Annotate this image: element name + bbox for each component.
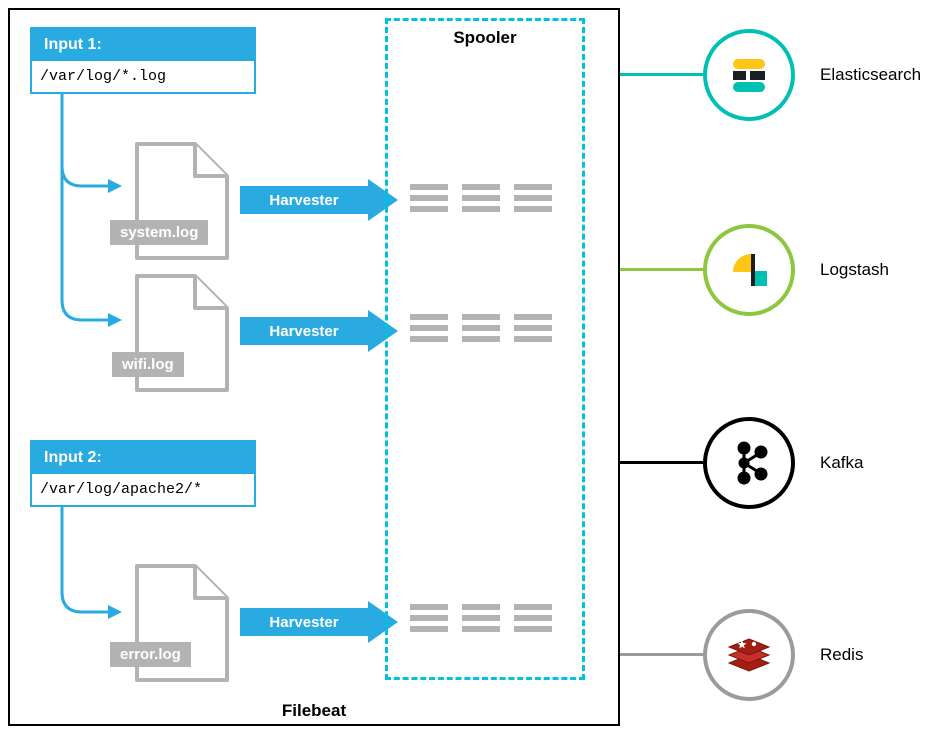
event-bar (410, 195, 448, 201)
harvester-arrow-1: Harvester (240, 186, 368, 214)
input-2-title: Input 2: (32, 442, 254, 474)
event-column (462, 314, 500, 342)
event-column (514, 314, 552, 342)
event-column (410, 184, 448, 212)
input-2-path: /var/log/apache2/* (40, 481, 203, 498)
event-bar (462, 626, 500, 632)
harvester-arrow-2: Harvester (240, 317, 368, 345)
event-bar (462, 615, 500, 621)
input-1-title: Input 1: (32, 29, 254, 61)
event-bar (410, 314, 448, 320)
output-label-redis: Redis (820, 645, 864, 664)
file-label-wifi-log: wifi.log (112, 352, 184, 377)
event-bar (462, 604, 500, 610)
event-bar (514, 206, 552, 212)
event-column (410, 314, 448, 342)
harvester-arrow-1-label: Harvester (269, 191, 339, 209)
filebeat-label: Filebeat (281, 701, 347, 720)
event-column (462, 604, 500, 632)
connector-kafka (620, 461, 704, 464)
spooler-event-group-2 (410, 314, 552, 342)
file-label-error-log: error.log (110, 642, 191, 667)
spooler-box (385, 18, 585, 680)
spooler-event-group-1 (410, 184, 552, 212)
spooler-title: Spooler (453, 28, 517, 47)
output-label-elasticsearch: Elasticsearch (820, 65, 922, 84)
event-bar (462, 195, 500, 201)
elasticsearch-logo-circle (703, 29, 795, 121)
event-bar (462, 336, 500, 342)
event-bar (514, 626, 552, 632)
input-1-box: Input 1: /var/log/*.log (30, 27, 256, 94)
event-bar (410, 184, 448, 190)
redis-logo-circle (703, 609, 795, 701)
redis-icon (727, 638, 771, 672)
event-bar (410, 626, 448, 632)
kafka-logo-circle (703, 417, 795, 509)
event-bar (462, 314, 500, 320)
connector-logstash (620, 268, 704, 271)
input-2-box: Input 2: /var/log/apache2/* (30, 440, 256, 507)
event-column (514, 184, 552, 212)
event-column (514, 604, 552, 632)
event-bar (462, 206, 500, 212)
event-bar (410, 615, 448, 621)
output-label-logstash: Logstash (820, 260, 889, 279)
event-bar (410, 336, 448, 342)
event-bar (462, 184, 500, 190)
event-bar (462, 325, 500, 331)
harvester-arrow-3: Harvester (240, 608, 368, 636)
output-label-kafka: Kafka (820, 453, 864, 472)
event-bar (514, 325, 552, 331)
event-bar (410, 325, 448, 331)
logstash-icon (733, 254, 767, 286)
harvester-arrow-2-label: Harvester (269, 322, 339, 340)
harvester-arrow-3-label: Harvester (269, 613, 339, 631)
kafka-icon (737, 441, 768, 485)
event-bar (514, 615, 552, 621)
event-bar (514, 195, 552, 201)
connector-redis (620, 653, 704, 656)
event-bar (514, 336, 552, 342)
event-column (410, 604, 448, 632)
connector-elasticsearch (620, 73, 704, 76)
event-bar (410, 604, 448, 610)
file-label-system-log: system.log (110, 220, 209, 245)
event-bar (514, 604, 552, 610)
event-bar (514, 184, 552, 190)
logstash-logo-circle (703, 224, 795, 316)
spooler-event-group-3 (410, 604, 552, 632)
input-1-path: /var/log/*.log (40, 68, 167, 85)
event-column (462, 184, 500, 212)
elasticsearch-icon (733, 59, 765, 92)
event-bar (514, 314, 552, 320)
event-bar (410, 206, 448, 212)
